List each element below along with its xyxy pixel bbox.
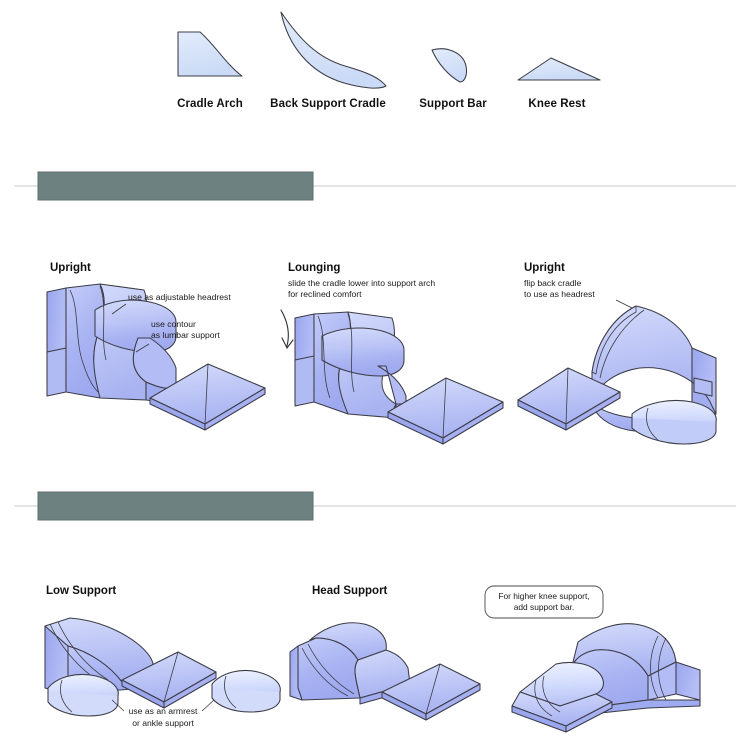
section-divider-2 — [14, 491, 736, 521]
legend-label-cradle-arch: Cradle Arch — [177, 98, 243, 110]
slide-down-arrow-icon — [280, 309, 294, 350]
legend-shape-back-support-cradle — [280, 11, 387, 89]
panel-title-upright-2: Upright — [524, 262, 565, 274]
panel-lounging: Lounging slide the cradle lower into sup… — [280, 262, 504, 445]
panel-title-lounging: Lounging — [288, 262, 340, 274]
wedge-knee-rest-1 — [149, 363, 266, 431]
annotation-contour-line1: use contour — [151, 319, 196, 329]
annotation-flip-line1: flip back cradle — [524, 278, 582, 288]
legend-row: Cradle Arch Back Support Cradle Support … — [177, 11, 601, 110]
callout-knee-support: For higher knee support, add support bar… — [484, 585, 604, 619]
annotation-headrest-1: use as adjustable headrest — [128, 292, 231, 302]
panel-knee-support: For higher knee support, add support bar… — [484, 585, 701, 733]
section-header-bar-2 — [37, 491, 314, 521]
panel-upright-1: Upright — [46, 262, 266, 431]
annotation-armrest-line2: or ankle support — [132, 718, 194, 728]
legend-label-knee-rest: Knee Rest — [528, 98, 585, 110]
wedge-knee-rest-4 — [121, 651, 217, 709]
assembly-lounging — [294, 311, 421, 419]
annotation-lounging-line1: slide the cradle lower into support arch — [288, 278, 435, 288]
panel-low-support: Low Support use as — [44, 585, 281, 728]
panel-title-head-support: Head Support — [312, 585, 388, 597]
panel-head-support: Head Support — [289, 585, 481, 721]
section-header-bar-1 — [37, 171, 314, 201]
callout-box — [484, 585, 604, 619]
callout-line2: add support bar. — [514, 602, 575, 612]
panel-title-low-support: Low Support — [46, 585, 116, 597]
bolster-right — [211, 669, 281, 713]
legend-shape-knee-rest — [517, 57, 601, 81]
annotation-lounging-line2: for reclined comfort — [288, 289, 362, 299]
wedge-knee-rest-5 — [381, 663, 481, 721]
annotation-contour-line2: as lumbar support — [151, 330, 220, 340]
legend-shape-support-bar — [431, 48, 468, 83]
legend-shape-cradle-arch — [177, 31, 243, 77]
section-divider-1 — [14, 171, 736, 201]
legend-label-back-support-cradle: Back Support Cradle — [270, 98, 386, 110]
wedge-knee-rest-2 — [387, 377, 504, 445]
wedge-with-support-bar — [511, 661, 613, 733]
legend-label-support-bar: Support Bar — [419, 98, 487, 110]
callout-line1: For higher knee support, — [498, 591, 589, 601]
bolster-support-bar-1 — [631, 399, 717, 445]
wedge-knee-rest-3 — [517, 367, 621, 431]
annotation-armrest-line1: use as an armrest — [129, 706, 198, 716]
panel-upright-2: Upright flip back cradle to use as headr… — [517, 262, 717, 445]
annotation-flip-line2: to use as headrest — [524, 289, 595, 299]
panel-title-upright-1: Upright — [50, 262, 91, 274]
assembly-upright-1 — [46, 283, 179, 405]
bolster-left — [47, 673, 119, 717]
